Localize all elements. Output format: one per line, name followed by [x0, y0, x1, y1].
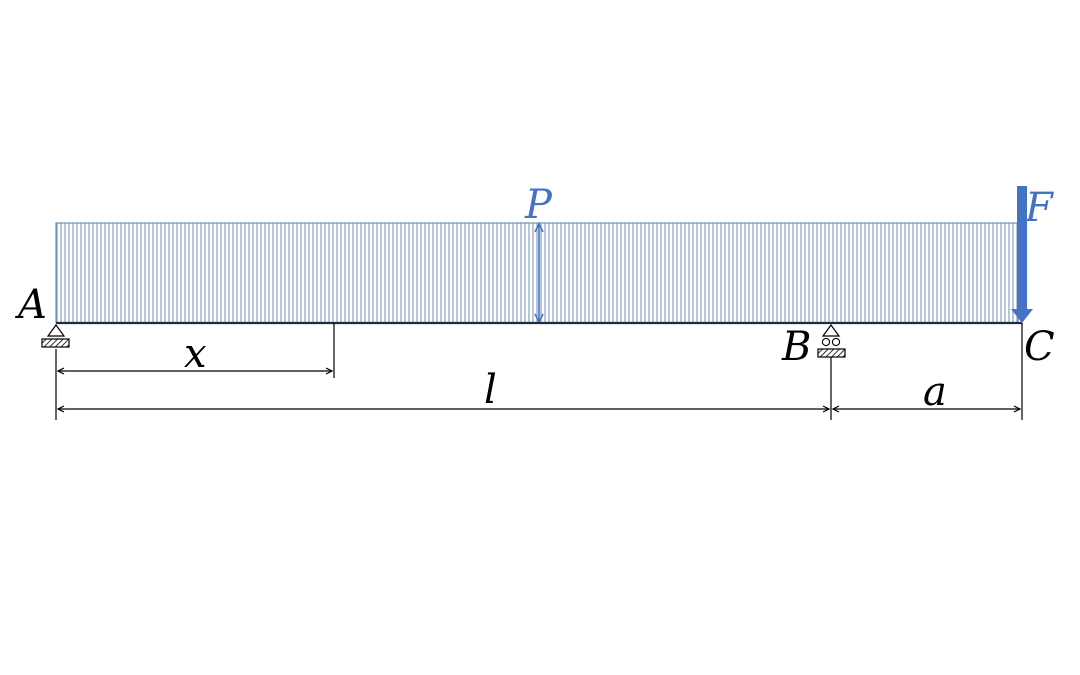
label-b: B — [781, 324, 811, 370]
roller-support-b — [817, 323, 846, 358]
pin-support-a — [41, 323, 70, 348]
label-p: P — [524, 182, 553, 228]
dimension-lines — [55, 323, 1023, 420]
label-a: A — [14, 282, 47, 328]
label-c: C — [1024, 324, 1055, 370]
label-l: l — [484, 367, 497, 413]
label-x: x — [184, 331, 207, 377]
distributed-load — [55, 222, 1019, 324]
force-f-arrow — [1011, 186, 1033, 323]
label-a-dim: a — [923, 369, 947, 415]
label-f: F — [1024, 185, 1054, 231]
